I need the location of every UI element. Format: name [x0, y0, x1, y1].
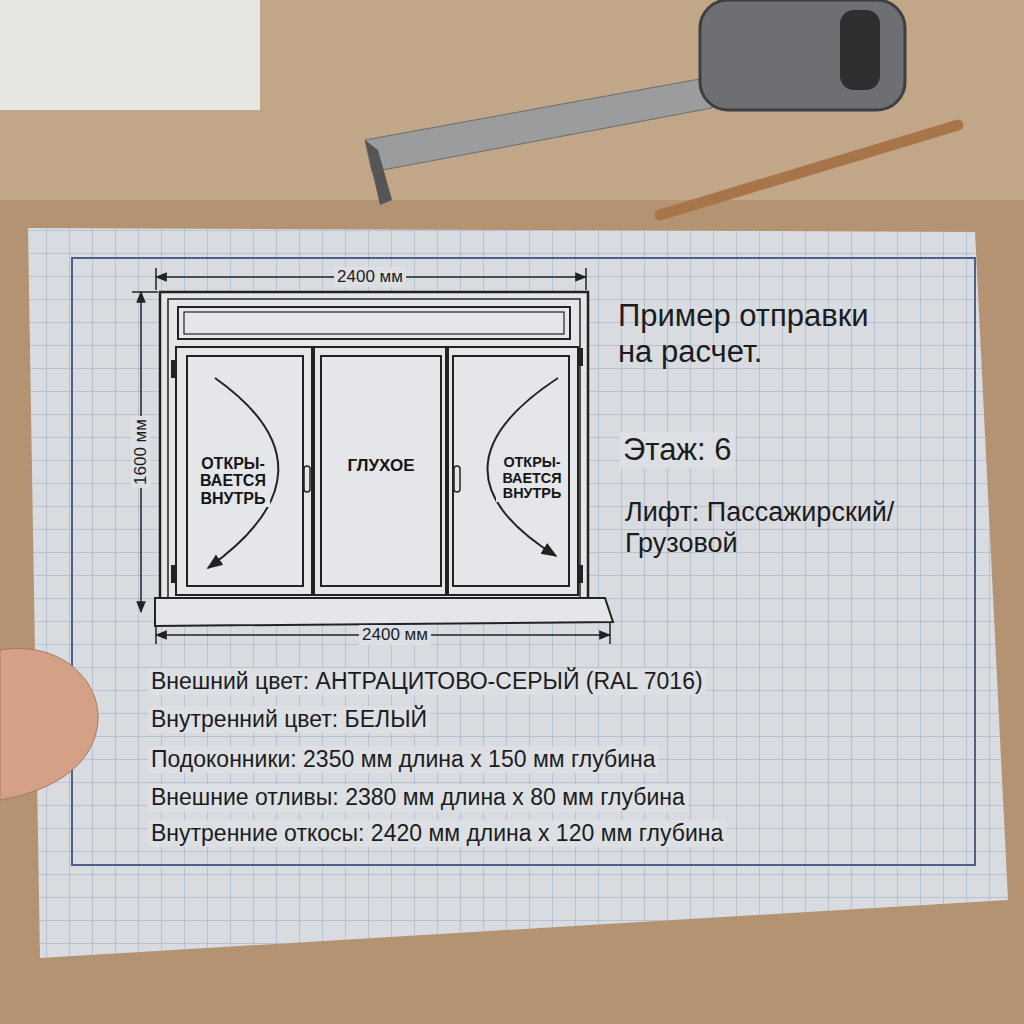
note-text: Внутренний цвет: БЕЛЫЙ: [148, 706, 430, 733]
transom-glass: [184, 312, 564, 334]
window-pane: ГЛУХОЕ: [320, 355, 442, 587]
dimension-label: 2400 мм: [359, 625, 431, 645]
window-pane: ОТКРЫ- ВАЕТСЯ ВНУТРЬ: [186, 355, 304, 587]
title-text: Пример отправки на расчет.: [618, 298, 910, 369]
handle: [304, 466, 310, 492]
pencil: [660, 125, 958, 215]
sash-left: [176, 347, 312, 595]
extension-line: [585, 268, 587, 290]
pane-label: ОТКРЫ- ВАЕТСЯ ВНУТРЬ: [196, 455, 270, 507]
transom: [178, 307, 570, 339]
note-text: Внешний цвет: АНТРАЦИТОВО-СЕРЫЙ (RAL 701…: [148, 668, 706, 695]
note-text: Подоконники: 2350 мм длина x 150 мм глуб…: [148, 746, 658, 773]
pane-label: ГЛУХОЕ: [332, 457, 430, 475]
paper-grid: [28, 228, 1008, 958]
sill: [155, 598, 613, 626]
extension-line: [155, 268, 157, 290]
fixed-frame: [314, 347, 448, 595]
tape-blade: [365, 78, 712, 172]
tape-button: [840, 10, 880, 90]
grid-border: [72, 258, 975, 865]
handle: [454, 466, 460, 492]
tape-hook: [365, 140, 392, 205]
paper: [28, 228, 1008, 958]
window-pane: ОТКРЫ- ВАЕТСЯ ВНУТРЬ: [452, 355, 570, 587]
hinge: [578, 565, 583, 583]
note-text: Внешние отливы: 2380 мм длина x 80 мм гл…: [148, 784, 688, 811]
thumb: [0, 648, 98, 800]
extension-line: [132, 291, 158, 293]
hinge: [578, 348, 583, 366]
extension-line: [609, 622, 611, 644]
hinge: [171, 565, 176, 583]
window-frame-inner: [168, 299, 580, 598]
sash-right: [446, 347, 578, 595]
table-light: [0, 0, 1024, 200]
tape-case: [700, 0, 905, 110]
hinge: [171, 360, 176, 378]
dimension-label: 2400 мм: [334, 267, 406, 287]
note-text: Внутренние откосы: 2420 мм длина x 120 м…: [148, 820, 726, 847]
pane-label: ОТКРЫ- ВАЕТСЯ ВНУТРЬ: [496, 455, 568, 502]
dimension-label: 1600 мм: [131, 416, 151, 488]
window-light: [0, 0, 260, 110]
window-frame: [160, 292, 588, 605]
extension-line: [155, 626, 157, 644]
note-text: Лифт: Пассажирский/Грузовой: [622, 497, 973, 559]
note-text: Этаж: 6: [620, 432, 735, 468]
